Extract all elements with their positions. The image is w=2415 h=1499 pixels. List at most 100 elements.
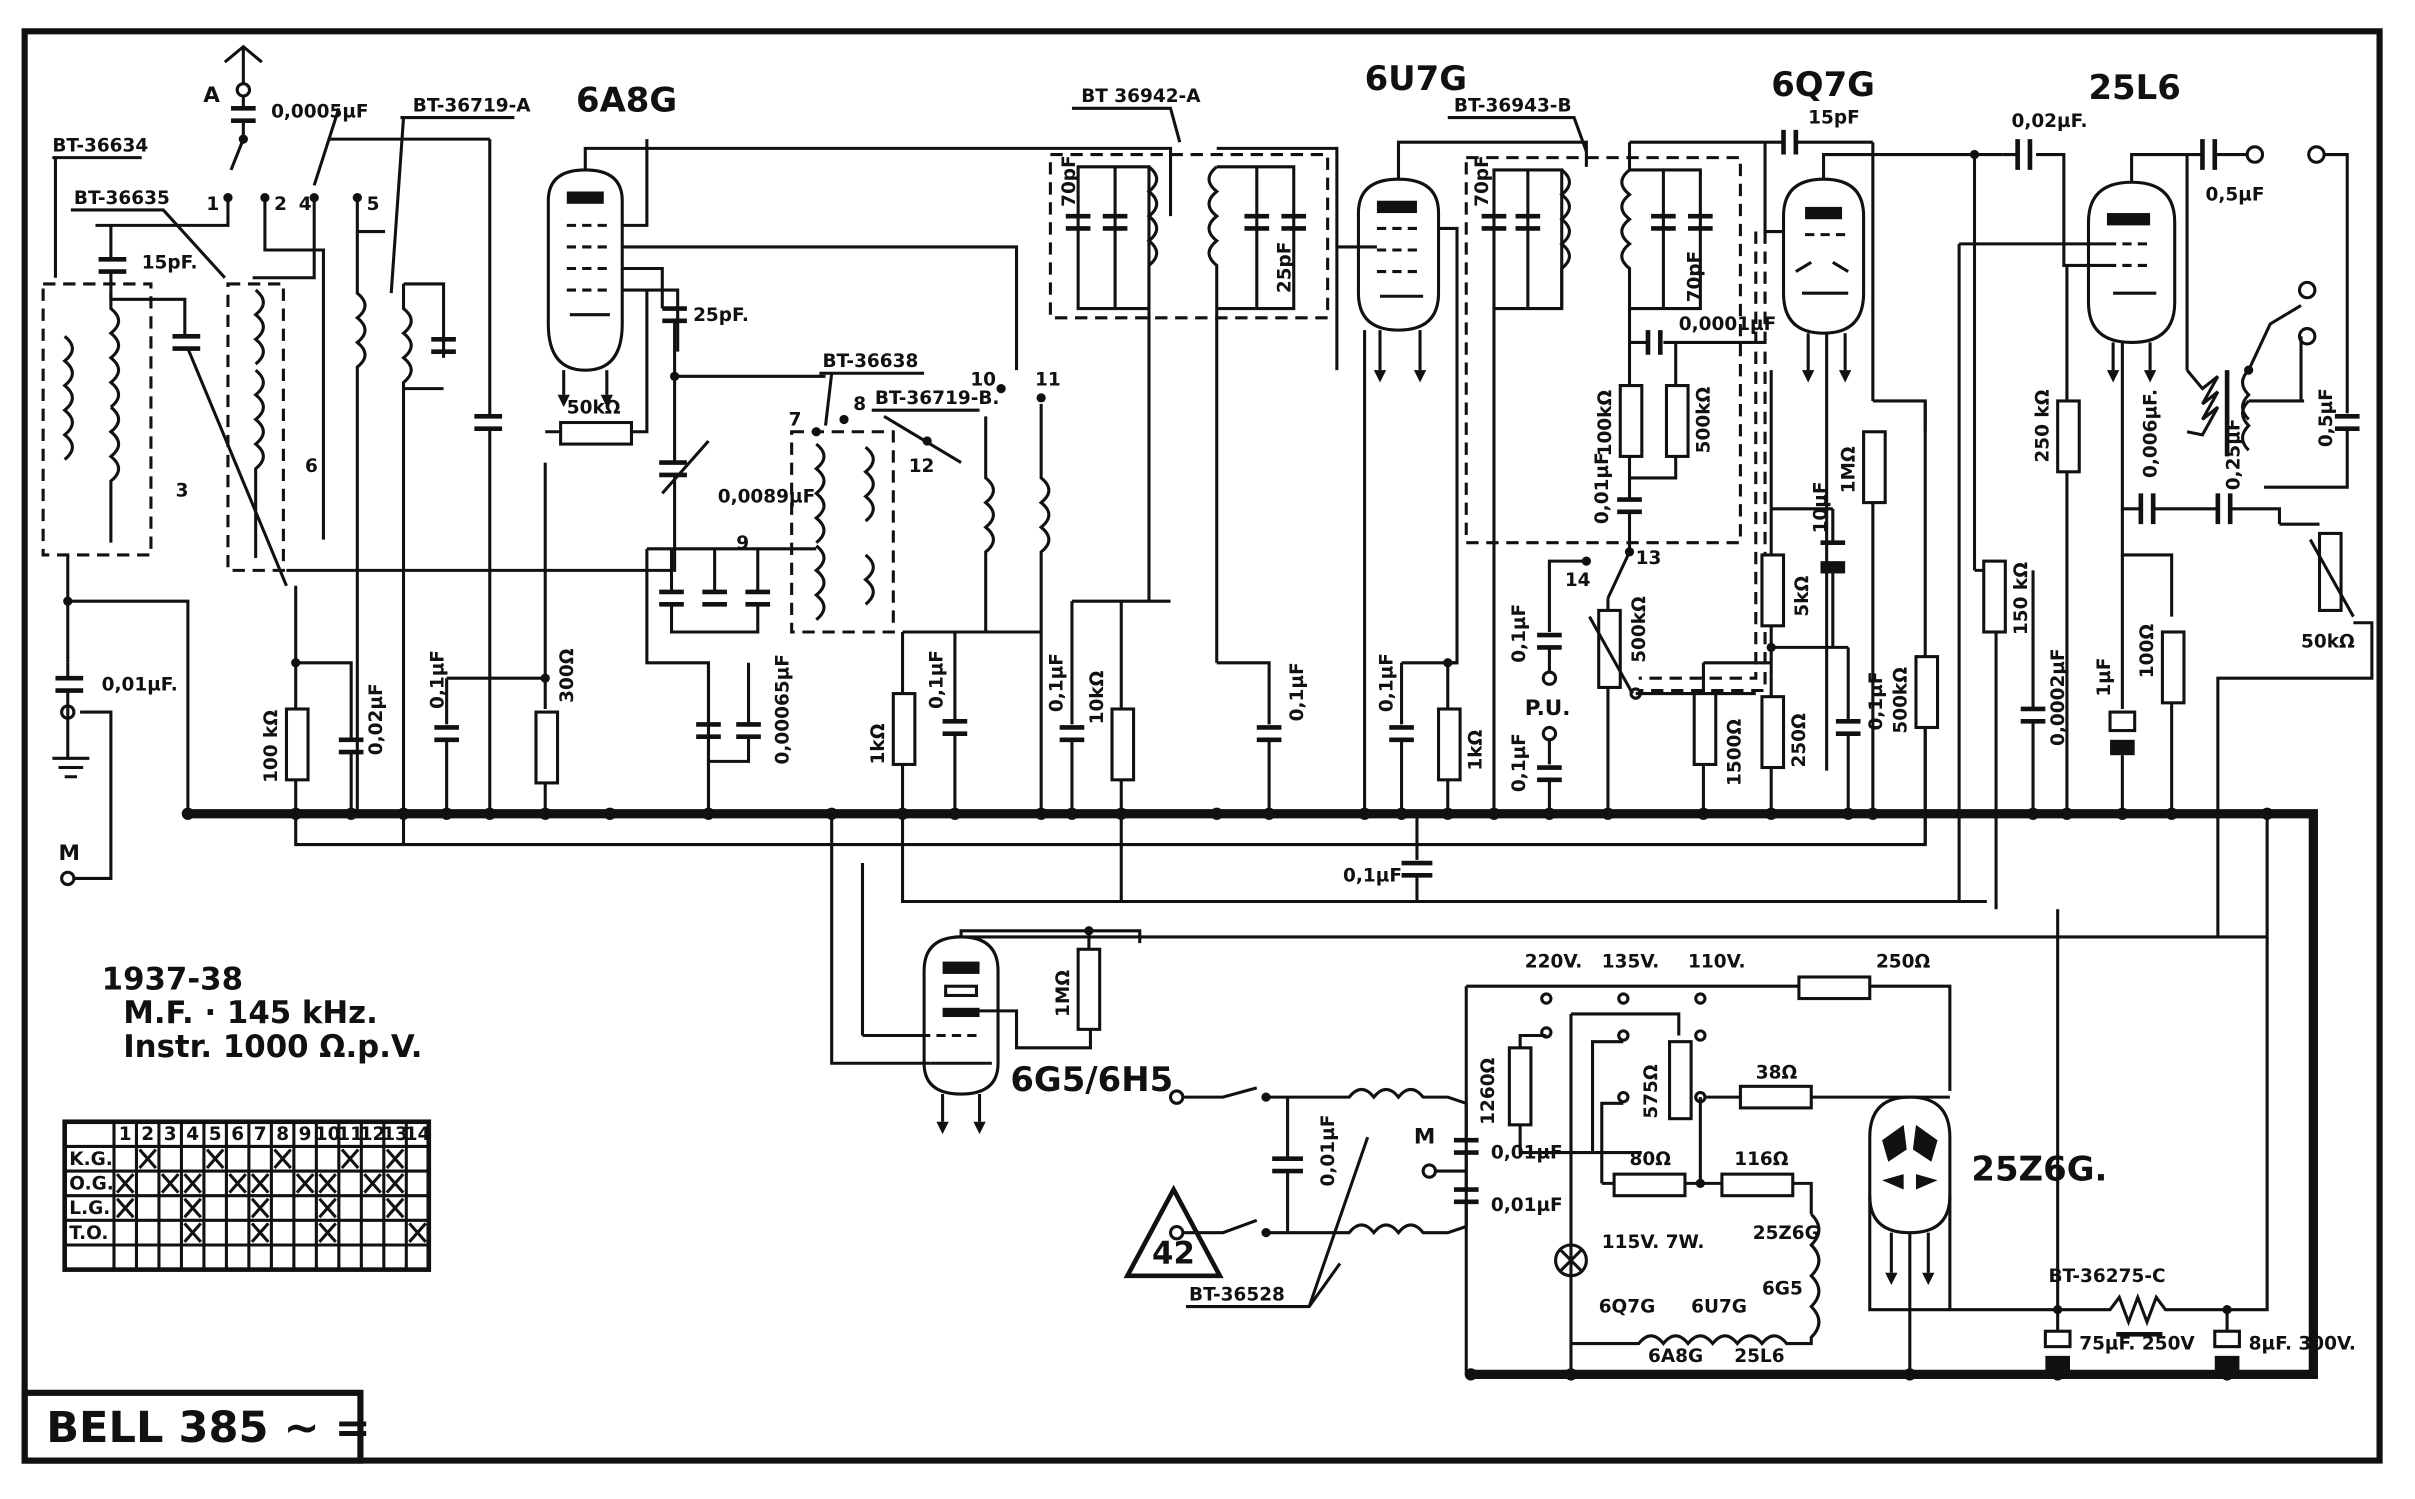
- model-title: BELL 385 ~ =: [46, 1403, 371, 1453]
- svg-text:0,01µF: 0,01µF: [1491, 1195, 1563, 1216]
- svg-text:0,00065µF: 0,00065µF: [773, 654, 794, 764]
- bus-junction-dot: [2026, 807, 2040, 820]
- svg-text:75µF. 250V: 75µF. 250V: [2079, 1334, 2195, 1355]
- svg-text:0,0089µF: 0,0089µF: [718, 487, 815, 508]
- wave-switch-contacts: 1 2 4 5: [95, 107, 386, 540]
- svg-text:15pF: 15pF: [1808, 108, 1860, 129]
- svg-text:70pF: 70pF: [1684, 251, 1705, 303]
- svg-text:250Ω: 250Ω: [1789, 713, 1810, 768]
- svg-text:1MΩ: 1MΩ: [1838, 446, 1859, 493]
- bus-junction-dot: [2051, 1368, 2064, 1381]
- if-amp-cathode: 0,1µF 1kΩ: [1376, 653, 1487, 814]
- bus-junction-dot: [1065, 807, 1079, 820]
- bus-junction-dot: [896, 807, 909, 820]
- svg-text:0,0002µF: 0,0002µF: [2048, 648, 2069, 745]
- ground-bus: [187, 809, 2318, 1379]
- osc-coil-block: BT-36638 BT-36719-B. 7 8 12 10 11 9: [736, 351, 1061, 814]
- bus-junction-dot: [702, 807, 715, 820]
- svg-text:6A8G: 6A8G: [1648, 1346, 1703, 1367]
- table-mark-x: [340, 1148, 360, 1169]
- pickup-label: P.U.: [1525, 696, 1571, 721]
- svg-text:100kΩ: 100kΩ: [1595, 390, 1616, 457]
- voltage-selector: 220V. 135V. 110V. 250Ω: [1525, 952, 1952, 1091]
- bus-junction-dot: [1601, 807, 1615, 820]
- ref-bt36635: BT-36635: [74, 188, 170, 209]
- svg-text:250Ω: 250Ω: [1876, 952, 1931, 973]
- svg-text:7: 7: [789, 410, 802, 431]
- table-mark-x: [250, 1197, 270, 1219]
- table-mark-x: [385, 1148, 405, 1169]
- ground-terminal-label: M: [59, 841, 80, 866]
- bus-junction-dot: [2260, 807, 2274, 820]
- svg-text:500kΩ: 500kΩ: [1891, 667, 1912, 734]
- table-col-header: 6: [231, 1124, 244, 1145]
- filter-section: BT-36275-C 75µF. 250V 8µF. 300V.: [2043, 909, 2356, 1375]
- svg-text:13: 13: [1636, 548, 1662, 569]
- bus-junction-dot: [2165, 807, 2178, 820]
- table-mark-x: [138, 1148, 158, 1169]
- antenna-terminal-label: A: [203, 83, 220, 108]
- svg-text:14: 14: [1565, 570, 1591, 591]
- note-instrument: Instr. 1000 Ω.p.V.: [123, 1029, 422, 1065]
- table-col-header: 13: [382, 1124, 408, 1145]
- svg-text:5kΩ: 5kΩ: [1792, 575, 1813, 616]
- volume-pot: 500kΩ: [1588, 596, 1756, 814]
- bus-junction-dot: [1564, 1368, 1578, 1381]
- tuning-cap-ant: [172, 333, 201, 351]
- svg-text:70pF: 70pF: [1059, 155, 1080, 207]
- svg-text:0,1µF: 0,1µF: [428, 650, 449, 709]
- tone-and-bias-network: 250 kΩ 150 kΩ 0,0002µF 0,006µF. 0,25µF 1…: [1974, 265, 2374, 937]
- output-transformer: 0,5µF: [2185, 280, 2360, 489]
- bus-junction-dot: [1697, 807, 1710, 820]
- table-mark-x: [385, 1173, 405, 1194]
- table-col-header: 12: [360, 1124, 386, 1145]
- bus-junction-dot: [1358, 807, 1371, 820]
- title-block: BELL 385 ~ =: [21, 1389, 371, 1464]
- bus-junctions: [181, 807, 2274, 1381]
- svg-text:0,1µF: 0,1µF: [927, 650, 948, 709]
- svg-text:6U7G: 6U7G: [1365, 59, 1467, 98]
- svg-text:5: 5: [367, 194, 380, 215]
- svg-text:10kΩ: 10kΩ: [1087, 670, 1108, 724]
- svg-text:150 kΩ: 150 kΩ: [2011, 562, 2032, 635]
- svg-text:8: 8: [853, 394, 866, 415]
- svg-text:500kΩ: 500kΩ: [1629, 596, 1650, 663]
- table-mark-x: [250, 1222, 270, 1243]
- table-col-header: 10: [315, 1124, 341, 1145]
- antenna-coil-shield: [41, 282, 153, 557]
- sheet-frame: [21, 28, 2383, 1464]
- table-col-header: 8: [276, 1124, 289, 1145]
- bus-junction-dot: [181, 807, 195, 820]
- svg-text:80Ω: 80Ω: [1630, 1149, 1672, 1170]
- svg-text:300Ω: 300Ω: [557, 648, 578, 703]
- b-plus-rail-2: [901, 813, 1987, 904]
- table-mark-x: [183, 1222, 202, 1243]
- svg-text:0,0005µF: 0,0005µF: [271, 102, 368, 123]
- svg-text:25pF: 25pF: [1275, 242, 1296, 294]
- svg-text:15pF.: 15pF.: [142, 253, 198, 274]
- bus-junction-dot: [1035, 807, 1048, 820]
- svg-text:BT-36719-B.: BT-36719-B.: [875, 388, 1000, 409]
- table-mark-x: [318, 1173, 337, 1194]
- if-transformer-1: BT 36942-A 70pF 25pF: [1048, 86, 1339, 663]
- table-mark-x: [183, 1173, 202, 1194]
- svg-text:220V.: 220V.: [1525, 952, 1582, 973]
- table-mark-x: [273, 1148, 292, 1169]
- table-col-header: 4: [186, 1124, 199, 1145]
- osc-coil-2: [401, 282, 446, 845]
- svg-text:BT 36942-A: BT 36942-A: [1081, 86, 1201, 107]
- svg-text:250 kΩ: 250 kΩ: [2032, 389, 2053, 462]
- bus-junction-dot: [289, 807, 302, 820]
- osc-coil-shield: [226, 282, 285, 572]
- svg-text:BT-36528: BT-36528: [1189, 1284, 1285, 1305]
- svg-text:0,5µF: 0,5µF: [2206, 185, 2265, 206]
- svg-text:0,5µF: 0,5µF: [2316, 388, 2337, 447]
- svg-text:1: 1: [206, 194, 219, 215]
- svg-text:0,006µF.: 0,006µF.: [2140, 389, 2161, 478]
- svg-text:BT-36638: BT-36638: [822, 351, 918, 372]
- svg-text:1kΩ: 1kΩ: [1466, 729, 1487, 770]
- svg-text:2: 2: [274, 194, 287, 215]
- svg-text:12: 12: [909, 456, 935, 477]
